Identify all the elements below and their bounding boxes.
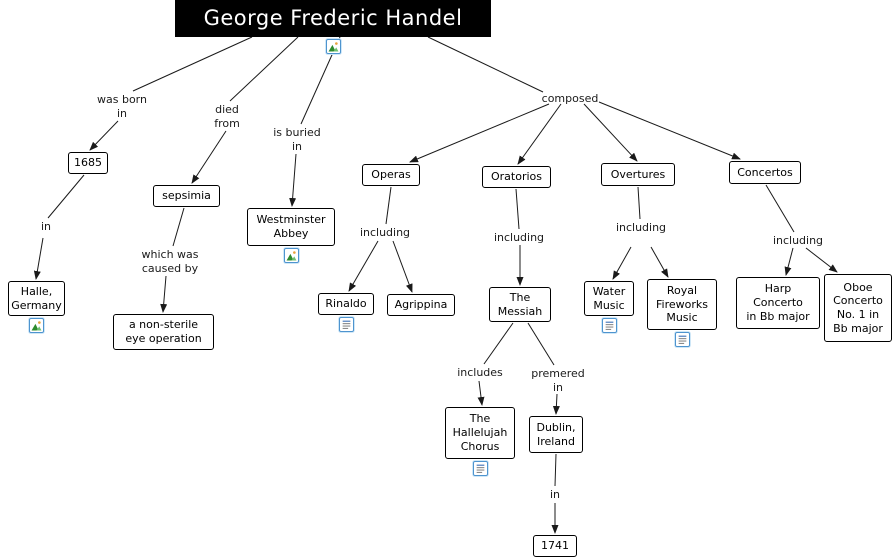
connector-line [191, 130, 227, 184]
connector-line [392, 240, 413, 293]
concept-node-halle-germany[interactable]: Halle, Germany [8, 281, 65, 316]
connector-line [784, 247, 794, 276]
concept-node-the-messiah[interactable]: The Messiah [489, 287, 551, 322]
linking-phrase-including-oratorios[interactable]: including [493, 231, 545, 244]
document-resource-icon[interactable] [472, 461, 488, 476]
connector-line [229, 36, 299, 102]
document-resource-icon[interactable] [601, 318, 617, 333]
connector-line [515, 188, 520, 230]
connector-line [409, 103, 550, 163]
concept-node-operas[interactable]: Operas [362, 164, 420, 186]
concept-node-sepsimia[interactable]: sepsimia [153, 185, 220, 207]
connector-line [160, 275, 168, 313]
document-resource-icon[interactable] [674, 332, 690, 347]
concept-node-hallelujah-chorus[interactable]: The Hallelujah Chorus [445, 407, 515, 459]
concept-node-eye-operation[interactable]: a non-sterile eye operation [113, 314, 214, 350]
concept-node-agrippina[interactable]: Agrippina [387, 294, 455, 316]
connector-line [554, 453, 557, 487]
linking-phrase-including-overtures[interactable]: including [615, 221, 667, 234]
concept-node-harp-concerto[interactable]: Harp Concerto in Bb major [736, 277, 820, 329]
linking-phrase-in-1741[interactable]: in [549, 488, 561, 501]
connector-line [552, 393, 560, 415]
linking-phrase-in-halle[interactable]: in [40, 220, 52, 233]
connector-line [172, 207, 185, 247]
concept-node-oboe-concerto[interactable]: Oboe Concerto No. 1 in Bb major [824, 274, 892, 342]
linking-phrase-was-born-in[interactable]: was born in [97, 93, 147, 121]
concept-node-concertos[interactable]: Concertos [729, 161, 801, 184]
connector-line [47, 174, 85, 219]
connector-line [289, 153, 297, 207]
connector-line [583, 103, 638, 162]
image-resource-icon[interactable] [283, 248, 299, 263]
connector-line [765, 184, 795, 233]
concept-node-year-1741[interactable]: 1741 [533, 535, 577, 557]
linking-phrase-which-was-caused-by[interactable]: which was caused by [141, 248, 199, 276]
linking-phrase-premered-in[interactable]: premered in [531, 367, 585, 395]
linking-phrase-includes[interactable]: includes [457, 366, 503, 379]
linking-phrase-died-from[interactable]: died from [214, 103, 240, 131]
concept-node-rinaldo[interactable]: Rinaldo [318, 293, 374, 315]
concept-node-oratorios[interactable]: Oratorios [482, 166, 551, 188]
concept-node-water-music[interactable]: Water Music [584, 281, 634, 316]
concept-node-overtures[interactable]: Overtures [601, 163, 675, 186]
connector-line [427, 36, 544, 93]
connector-line [483, 322, 514, 365]
concept-node-royal-fireworks-music[interactable]: Royal Fireworks Music [647, 279, 717, 330]
connector-line [612, 246, 632, 280]
linking-phrase-including-operas[interactable]: including [359, 226, 411, 239]
connector-line [89, 120, 119, 151]
document-resource-icon[interactable] [338, 317, 354, 332]
image-resource-icon[interactable] [29, 318, 44, 333]
connector-line [650, 246, 669, 278]
concept-node-dublin-ireland[interactable]: Dublin, Ireland [529, 416, 583, 453]
connector-line [598, 101, 741, 160]
linking-phrase-composed[interactable]: composed [541, 92, 599, 105]
concept-node-year-1685[interactable]: 1685 [68, 152, 108, 174]
linking-phrase-is-buried-in[interactable]: is buried in [273, 126, 321, 154]
connector-line [527, 322, 555, 366]
title-concept-node[interactable]: George Frederic Handel [175, 0, 491, 37]
connector-line [517, 103, 562, 165]
connector-line [385, 186, 392, 225]
connector-line [477, 380, 485, 406]
connector-line [348, 240, 379, 292]
connector-line [132, 36, 253, 92]
connector-line [637, 186, 641, 220]
image-resource-icon[interactable] [325, 39, 341, 54]
linking-phrase-including-concertos[interactable]: including [772, 234, 824, 247]
concept-node-westminster-abbey[interactable]: Westminster Abbey [247, 208, 335, 246]
connector-line [805, 247, 838, 273]
connector-line [33, 237, 44, 280]
